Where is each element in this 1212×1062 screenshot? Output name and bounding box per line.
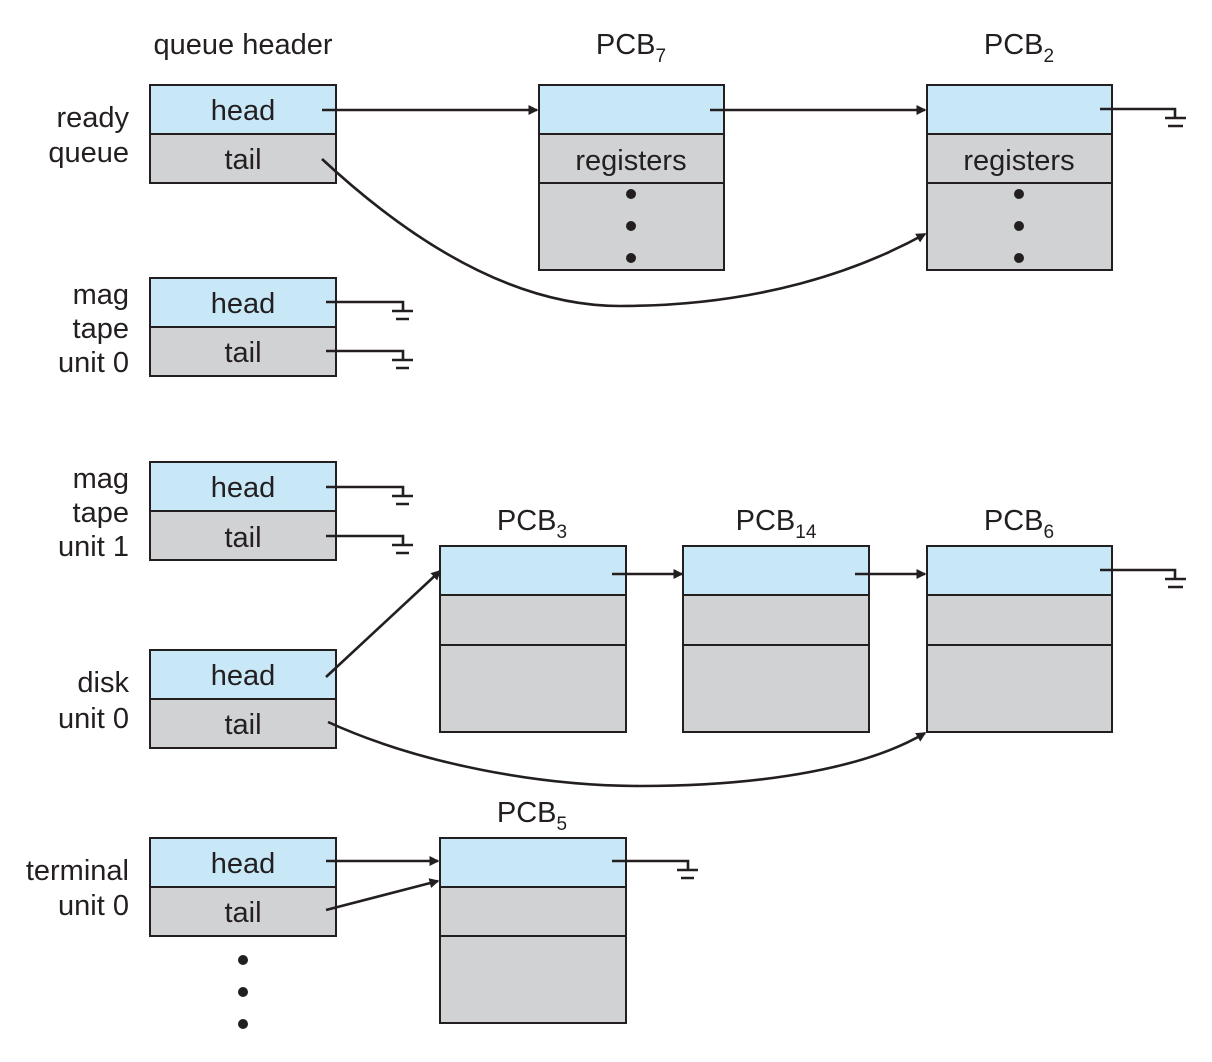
tail-field: tail (224, 337, 261, 369)
mag-tape-unit-1-header: head tail (149, 461, 337, 561)
mag0-tail-null-pointer (326, 349, 413, 370)
svg-text:unit 1: unit 1 (58, 531, 129, 563)
head-field: head (211, 95, 276, 127)
pcb5-title: PCB5 (497, 797, 567, 835)
pcb2-title: PCB2 (984, 29, 1054, 67)
tail-field: tail (224, 709, 261, 741)
svg-text:queue: queue (48, 137, 129, 169)
ready-queue-header: head tail (149, 84, 337, 184)
pcb7-block: registers (538, 84, 725, 271)
tail-field: tail (224, 897, 261, 929)
mag1-head-null-pointer (326, 485, 413, 506)
tail-field: tail (224, 522, 261, 554)
disk-unit-0-label: disk unit 0 (58, 667, 129, 735)
svg-text:unit 0: unit 0 (58, 347, 129, 379)
svg-text:terminal: terminal (26, 855, 129, 887)
svg-text:unit 0: unit 0 (58, 890, 129, 922)
pcb3-block (439, 545, 627, 733)
pcb6-null-pointer (1100, 568, 1186, 589)
more-queues-ellipsis (238, 955, 248, 1029)
disk-unit-0-header: head tail (149, 649, 337, 749)
pcb3-title: PCB3 (497, 505, 567, 543)
pcb7-title: PCB7 (596, 29, 666, 67)
registers-field: registers (963, 145, 1074, 177)
disk-head-arrow (325, 569, 442, 678)
ready-queue-label: ready queue (48, 102, 129, 169)
mag-tape-unit-0-label: mag tape unit 0 (58, 279, 129, 379)
head-field: head (211, 472, 276, 504)
ready-tail-arrow (321, 158, 927, 308)
tail-field: tail (224, 144, 261, 176)
mag-tape-unit-1-label: mag tape unit 1 (58, 463, 129, 563)
pcb14-block (682, 545, 870, 733)
head-field: head (211, 848, 276, 880)
svg-text:tape: tape (73, 313, 129, 345)
mag-tape-unit-0-header: head tail (149, 277, 337, 377)
terminal-tail-arrow (325, 878, 440, 912)
registers-field: registers (575, 145, 686, 177)
mag1-tail-null-pointer (326, 534, 413, 555)
queue-header-title: queue header (154, 29, 333, 61)
pcb14-title: PCB14 (736, 505, 817, 543)
svg-text:tape: tape (73, 497, 129, 529)
svg-text:ready: ready (56, 102, 129, 134)
mag0-head-null-pointer (326, 300, 413, 321)
svg-text:mag: mag (73, 279, 129, 311)
head-field: head (211, 660, 276, 692)
disk-tail-arrow (327, 720, 927, 788)
svg-text:disk: disk (77, 667, 129, 699)
pcb5-null-pointer (612, 859, 698, 880)
pcb6-block (926, 545, 1113, 733)
pcb2-null-pointer (1100, 107, 1186, 128)
terminal-unit-0-header: head tail (149, 837, 337, 937)
head-field: head (211, 288, 276, 320)
pcb2-block: registers (926, 84, 1113, 271)
svg-text:unit 0: unit 0 (58, 703, 129, 735)
svg-text:mag: mag (73, 463, 129, 495)
pcb5-block (439, 837, 627, 1024)
terminal-unit-0-label: terminal unit 0 (26, 855, 129, 922)
pcb6-title: PCB6 (984, 505, 1054, 543)
